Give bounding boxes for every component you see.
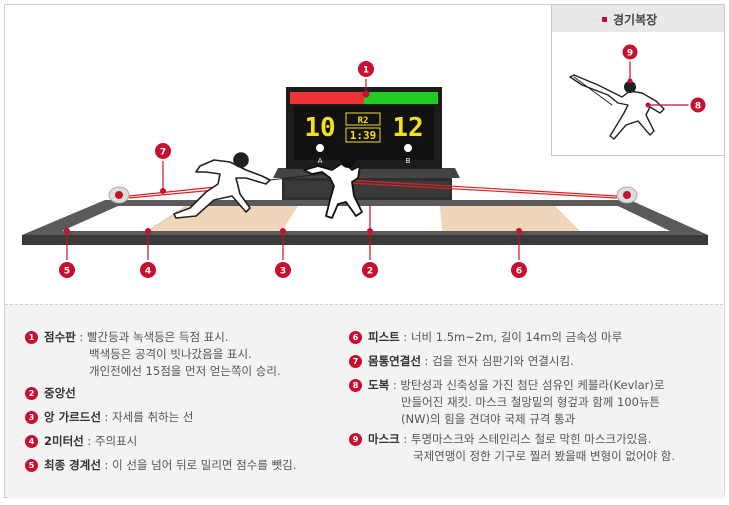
fencer-left bbox=[173, 152, 341, 219]
svg-text:2: 2 bbox=[367, 267, 373, 277]
warning-zone-right bbox=[440, 206, 580, 231]
body-wire-reels bbox=[108, 179, 638, 204]
legend-badge-4: 4 bbox=[25, 435, 38, 448]
legend-desc: 이 선을 넘어 뒤로 밀리면 점수를 뺏김. bbox=[112, 458, 297, 472]
callout-1: 1 bbox=[356, 59, 376, 79]
score-b: 12 bbox=[392, 113, 423, 143]
legend-badge-6: 6 bbox=[349, 331, 362, 344]
round-label: R2 bbox=[358, 116, 369, 126]
score-a: 10 bbox=[304, 113, 335, 143]
scoreboard: 10 R2 1:39 12 A B bbox=[286, 87, 442, 169]
callout-8: 8 bbox=[688, 95, 708, 115]
svg-text:7: 7 bbox=[160, 148, 166, 158]
callout-9: 9 bbox=[620, 42, 640, 62]
legend-term: 최종 경계선 bbox=[44, 458, 101, 472]
legend-badge-3: 3 bbox=[25, 411, 38, 424]
legend-desc: 빨간등과 녹색등은 득점 표시. bbox=[86, 330, 229, 344]
svg-text:3: 3 bbox=[280, 267, 286, 277]
uniform-inset: 경기복장 9 8 bbox=[551, 4, 725, 156]
legend-term: 피스트 bbox=[368, 330, 400, 344]
legend-badge-5: 5 bbox=[25, 459, 38, 472]
legend-badge-1: 1 bbox=[25, 331, 38, 344]
legend-badge-8: 8 bbox=[349, 379, 362, 392]
legend-desc: 백색등은 공격이 빗나갔음을 표시. bbox=[89, 347, 252, 361]
legend-desc: 너비 1.5m~2m, 길이 14m의 금속성 마루 bbox=[410, 330, 623, 344]
legend-term: 2미터선 bbox=[44, 434, 84, 448]
svg-text:8: 8 bbox=[695, 102, 701, 112]
piste bbox=[22, 200, 708, 245]
svg-text:9: 9 bbox=[627, 49, 633, 59]
svg-text:5: 5 bbox=[64, 267, 70, 277]
legend-term: 몸통연결선 bbox=[368, 354, 421, 368]
callout-2: 2 bbox=[360, 260, 380, 280]
inset-title: 경기복장 bbox=[613, 13, 658, 27]
legend-badge-7: 7 bbox=[349, 355, 362, 368]
legend-desc: 국제연맹이 정한 기구로 찔러 봤을때 변형이 없어야 함. bbox=[413, 449, 676, 463]
callout-5: 5 bbox=[57, 260, 77, 280]
legend-desc: (NW)의 힘을 견뎌야 국제 규격 통과 bbox=[401, 412, 576, 426]
label-b: B bbox=[406, 157, 411, 165]
legend-desc: 검을 전자 심판기와 연결시킴. bbox=[432, 354, 574, 368]
white-lamp-b bbox=[404, 144, 412, 152]
svg-text:1: 1 bbox=[363, 66, 369, 76]
bullet-square-icon bbox=[602, 17, 607, 22]
fencer-right bbox=[303, 152, 363, 219]
legend-desc: 주의표시 bbox=[94, 434, 138, 448]
callout-3: 3 bbox=[273, 260, 293, 280]
legend-desc: 투명마스크와 스테인리스 철로 막힌 마스크가있음. bbox=[410, 432, 652, 446]
label-a: A bbox=[318, 157, 323, 165]
legend-desc: 개인전에선 15점을 먼저 얻는쪽이 승리. bbox=[89, 364, 281, 378]
inset-fencer-illustration: 9 8 bbox=[569, 42, 708, 140]
legend-item-2: 2 중앙선 bbox=[25, 385, 76, 402]
svg-text:6: 6 bbox=[516, 267, 522, 277]
time-display: 1:39 bbox=[350, 129, 377, 142]
callout-7: 7 bbox=[153, 141, 173, 161]
legend-term: 마스크 bbox=[368, 432, 400, 446]
legend-term: 중앙선 bbox=[44, 386, 76, 400]
legend-desc: 자세를 취하는 선 bbox=[112, 410, 194, 424]
legend-term: 도복 bbox=[368, 378, 390, 392]
legend-desc: 방탄성과 신축성을 가진 첨단 섬유인 케블라(Kevlar)로 bbox=[400, 378, 665, 392]
legend-badge-9: 9 bbox=[349, 433, 362, 446]
frame-shadow bbox=[8, 494, 725, 500]
legend-badge-2: 2 bbox=[25, 387, 38, 400]
callout-6: 6 bbox=[509, 260, 529, 280]
inset-header: 경기복장 bbox=[552, 5, 724, 32]
legend-desc: 만들어진 재킷. 마스크 철망밑의 형겊과 함께 100뉴튼 bbox=[401, 395, 661, 409]
white-lamp-a bbox=[316, 144, 324, 152]
svg-text:4: 4 bbox=[145, 267, 151, 277]
legend-term: 점수판 bbox=[44, 330, 76, 344]
legend-term: 앙 가르드선 bbox=[44, 410, 101, 424]
callout-4: 4 bbox=[138, 260, 158, 280]
